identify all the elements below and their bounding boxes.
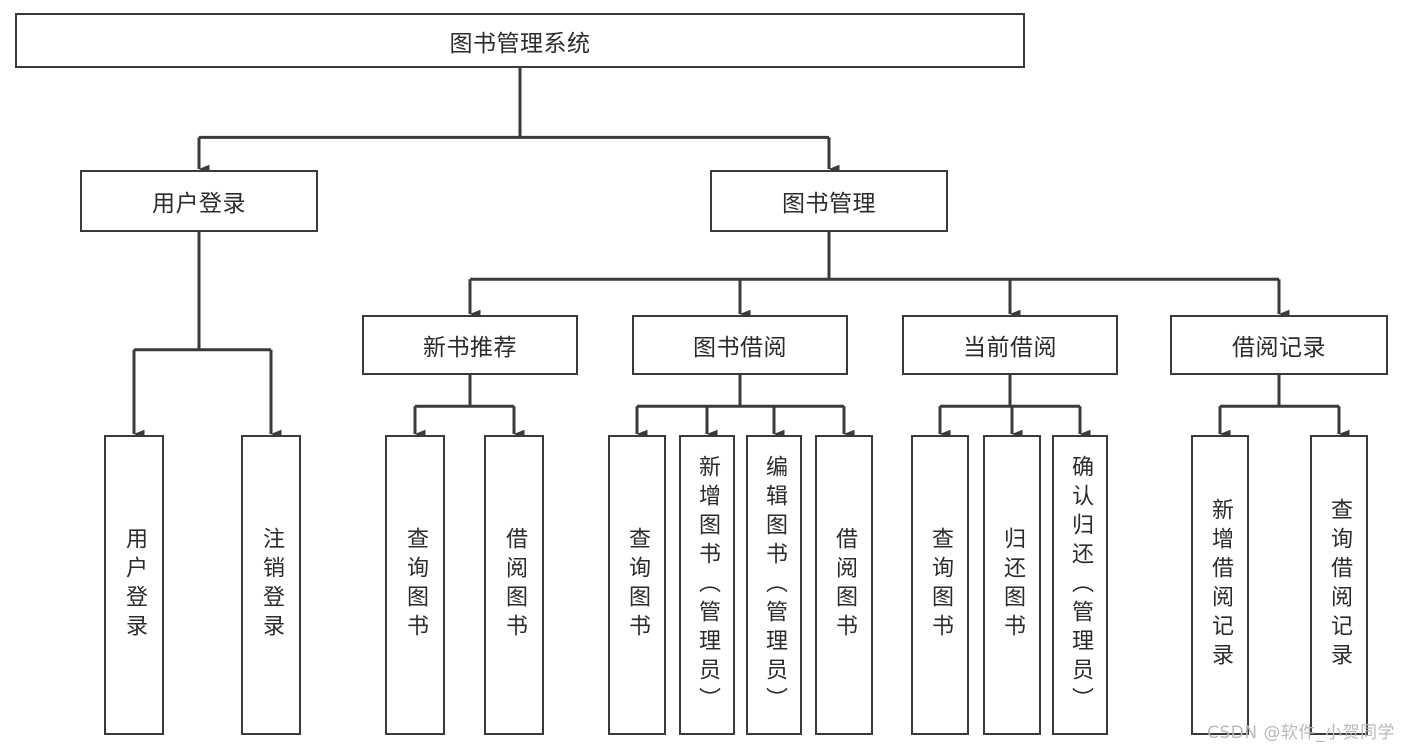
node-current-borrow[interactable]: 当前借阅: [902, 315, 1118, 375]
node-leaf-borrow-book-1[interactable]: 借阅图书: [484, 435, 544, 735]
node-leaf-query-book-3[interactable]: 查询图书: [911, 435, 969, 735]
node-label: 查询图书: [625, 527, 650, 643]
node-leaf-query-book-1[interactable]: 查询图书: [385, 435, 445, 735]
node-leaf-confirm-return-admin[interactable]: 确认归还（管理员）: [1052, 435, 1108, 735]
node-new-book-rec[interactable]: 新书推荐: [362, 315, 578, 375]
node-leaf-query-borrow-record[interactable]: 查询借阅记录: [1310, 435, 1368, 735]
node-user-login[interactable]: 用户登录: [80, 170, 318, 232]
node-leaf-add-book-admin[interactable]: 新增图书（管理员）: [679, 435, 735, 735]
node-leaf-borrow-book-2[interactable]: 借阅图书: [815, 435, 873, 735]
node-book-manage[interactable]: 图书管理: [710, 170, 948, 232]
node-label: 确认归还（管理员）: [1068, 454, 1093, 716]
node-leaf-query-book-2[interactable]: 查询图书: [608, 435, 666, 735]
node-label: 归还图书: [1000, 527, 1025, 643]
node-leaf-user-login[interactable]: 用户登录: [104, 435, 164, 735]
node-book-borrow[interactable]: 图书借阅: [632, 315, 848, 375]
node-root[interactable]: 图书管理系统: [15, 13, 1025, 68]
node-label: 新书推荐: [423, 335, 517, 361]
node-label: 查询借阅记录: [1327, 498, 1352, 672]
node-leaf-add-borrow-record[interactable]: 新增借阅记录: [1191, 435, 1249, 735]
node-label: 用户登录: [152, 191, 246, 217]
node-label: 新增图书（管理员）: [695, 454, 720, 716]
node-label: 新增借阅记录: [1208, 498, 1233, 672]
node-borrow-record[interactable]: 借阅记录: [1170, 315, 1388, 375]
node-label: 借阅记录: [1232, 335, 1326, 361]
node-label: 图书借阅: [693, 335, 787, 361]
node-label: 借阅图书: [502, 527, 527, 643]
node-leaf-logout[interactable]: 注销登录: [241, 435, 301, 735]
watermark-text: CSDN @软件_小贺同学: [1207, 723, 1395, 743]
node-label: 图书管理系统: [449, 30, 591, 57]
node-leaf-return-book[interactable]: 归还图书: [983, 435, 1041, 735]
node-label: 编辑图书（管理员）: [762, 454, 787, 716]
node-label: 用户登录: [122, 527, 147, 643]
node-label: 查询图书: [928, 527, 953, 643]
node-label: 借阅图书: [832, 527, 857, 643]
node-leaf-edit-book-admin[interactable]: 编辑图书（管理员）: [746, 435, 802, 735]
node-label: 图书管理: [782, 191, 876, 217]
node-label: 注销登录: [259, 527, 284, 643]
node-label: 查询图书: [403, 527, 428, 643]
node-label: 当前借阅: [963, 335, 1057, 361]
